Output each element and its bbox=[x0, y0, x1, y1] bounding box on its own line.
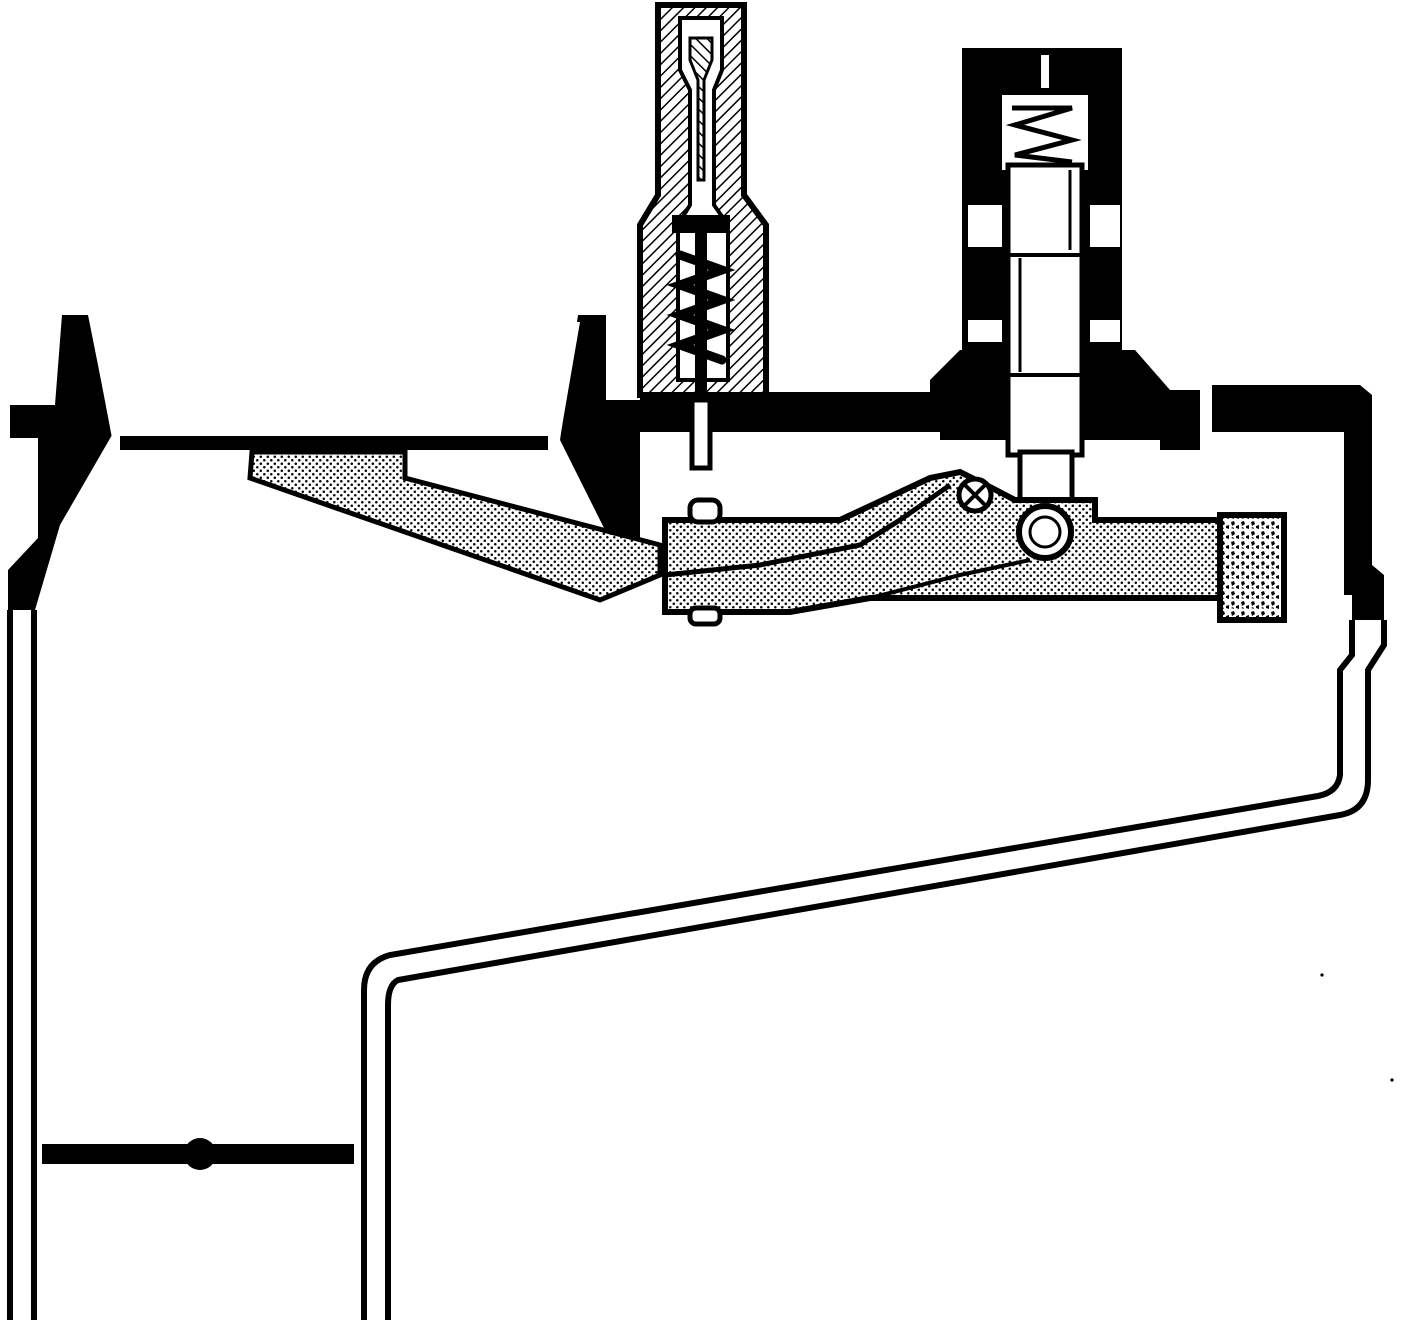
needle-valve-assembly bbox=[637, 2, 769, 471]
bowl-interior bbox=[90, 322, 580, 438]
bowl-housing bbox=[8, 315, 650, 610]
filter-block bbox=[1217, 512, 1287, 623]
housing-notch bbox=[968, 320, 1002, 342]
pivot-cross bbox=[962, 482, 988, 508]
spring-valve-assembly bbox=[962, 48, 1122, 503]
housing-notch bbox=[1090, 205, 1120, 247]
float-lever-curve bbox=[664, 482, 952, 578]
housing-notch bbox=[1090, 320, 1120, 342]
bowl-bottom-plate bbox=[120, 436, 548, 450]
lever-pin bbox=[687, 497, 723, 525]
level-indicator bbox=[42, 1138, 354, 1170]
float-lever-body bbox=[662, 468, 1225, 615]
float-arm bbox=[247, 449, 663, 603]
needle-valve-needle bbox=[688, 36, 714, 182]
ball-valve-center bbox=[1028, 515, 1062, 549]
tank-right-wall-inner bbox=[361, 620, 1355, 1320]
float-arm-assembly bbox=[247, 449, 1287, 627]
spring-valve-spring bbox=[1005, 105, 1082, 165]
right-flange bbox=[1212, 385, 1384, 620]
needle-valve-tip bbox=[689, 397, 713, 471]
speck bbox=[1320, 973, 1324, 977]
housing-left-wall bbox=[8, 315, 112, 610]
tank-outline bbox=[7, 610, 1387, 1320]
float-lever-curve bbox=[869, 558, 1031, 600]
level-indicator-knob bbox=[184, 1138, 216, 1170]
needle-valve-collar bbox=[672, 215, 730, 233]
lever-pin bbox=[687, 605, 723, 627]
tank-right-wall-outer bbox=[385, 620, 1387, 1320]
plunger-tip bbox=[1017, 449, 1075, 503]
housing-notch bbox=[968, 205, 1002, 247]
speck bbox=[1390, 1078, 1394, 1082]
housing-right-wall bbox=[560, 315, 650, 540]
